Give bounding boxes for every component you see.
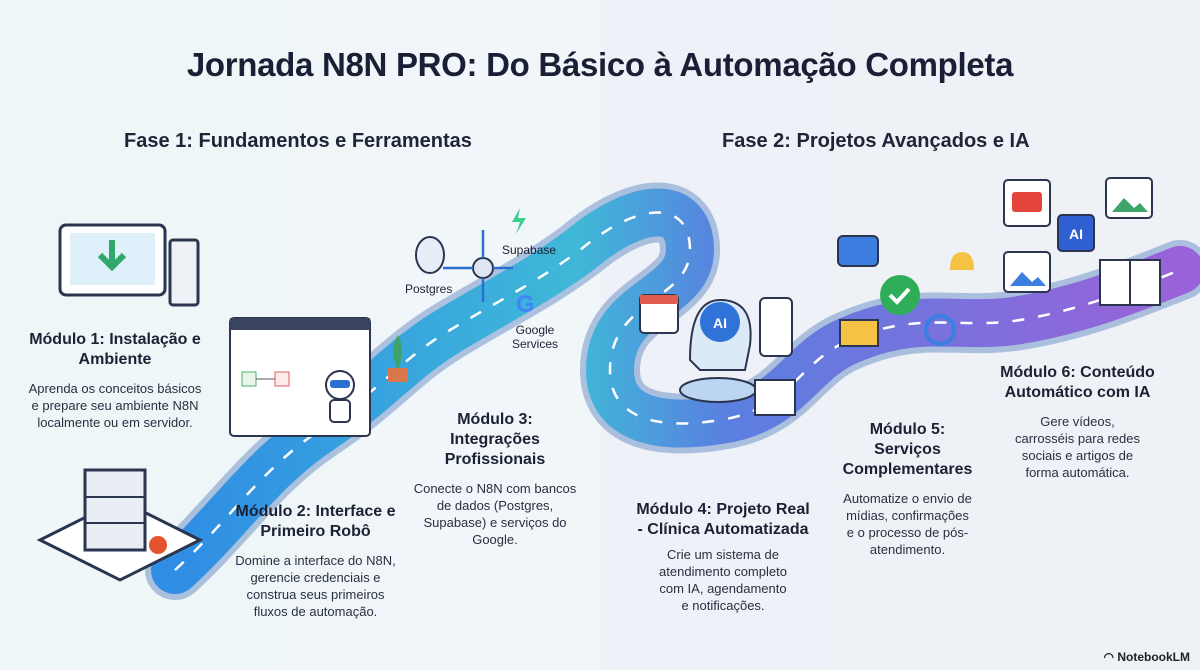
video-icon	[1003, 179, 1051, 227]
ai-chip-icon: AI	[1057, 214, 1095, 252]
module-1: Módulo 1: Instalação e Ambiente Aprenda …	[25, 330, 205, 431]
phase-2-heading: Fase 2: Projetos Avançados e IA	[722, 130, 1030, 152]
module-5-desc: Automatize o envio de mídias, confirmaçõ…	[843, 491, 972, 557]
module-1-desc: Aprenda os conceitos básicos e prepare s…	[28, 381, 202, 430]
module-6: Módulo 6: Conteúdo Automático com IA Ger…	[990, 363, 1165, 481]
robot-icon	[325, 370, 355, 423]
module-4: Módulo 4: Projeto Real - Clínica Automat…	[633, 500, 813, 614]
module-5: Módulo 5: Serviços Complementares Automa…	[820, 420, 995, 558]
plant-icon	[388, 335, 408, 382]
server-icon	[36, 468, 204, 582]
notebooklm-brand: ◠ NotebookLM	[1104, 650, 1190, 664]
google-services-label: Google Services	[511, 323, 558, 351]
checkmark-icon	[880, 275, 920, 315]
module-3-title: Módulo 3: Integrações Profissionais	[444, 411, 546, 468]
bell-icon	[946, 252, 978, 270]
module-4-title: Módulo 4: Projeto Real - Clínica Automat…	[636, 501, 810, 538]
module-2-desc: Domine a interface do N8N, gerencie cred…	[235, 553, 396, 619]
module-3: Módulo 3: Integrações Profissionais Cone…	[410, 410, 580, 548]
ai-head-icon: AI	[679, 298, 757, 403]
module-2: Módulo 2: Interface e Primeiro Robô Domi…	[228, 502, 403, 620]
notebooklm-logo-icon: ◠	[1103, 650, 1118, 664]
module-5-title: Módulo 5: Serviços Complementares	[842, 421, 973, 478]
integration-hub-icon: G	[415, 208, 535, 318]
supabase-label: Supabase	[502, 243, 557, 257]
page-title: Jornada N8N PRO: Do Básico à Automação C…	[186, 46, 1014, 83]
ai-badge: AI	[713, 315, 727, 331]
module-3-desc: Conecte o N8N com bancos de dados (Postg…	[413, 481, 577, 547]
gallery-icon	[1003, 251, 1051, 293]
sync-icon	[924, 314, 956, 346]
google-icon: G	[516, 291, 535, 318]
chat-bubble-icon	[837, 235, 879, 267]
module-4-desc: Crie um sistema de atendimento completo …	[659, 547, 787, 613]
module-6-title: Módulo 6: Conteúdo Automático com IA	[1000, 364, 1155, 401]
module-2-title: Módulo 2: Interface e Primeiro Robô	[235, 503, 396, 540]
calendar-icon	[639, 294, 679, 334]
article-book-icon	[1099, 259, 1161, 306]
postgres-icon	[415, 236, 445, 274]
module-6-desc: Gere vídeos, carrosséis para redes socia…	[1015, 414, 1140, 480]
postgres-label: Postgres	[405, 282, 453, 296]
brand-label: NotebookLM	[1117, 650, 1190, 664]
svg-text:AI: AI	[1069, 226, 1083, 242]
image-icon	[1105, 177, 1153, 219]
module-1-title: Módulo 1: Instalação e Ambiente	[29, 331, 201, 368]
supabase-icon	[512, 208, 526, 234]
clinic-building-icon	[754, 379, 796, 416]
smartphone-icon	[759, 297, 793, 357]
phase-1-heading: Fase 1: Fundamentos e Ferramentas	[124, 130, 472, 152]
email-icon	[839, 319, 879, 347]
download-monitor-icon	[58, 223, 200, 307]
